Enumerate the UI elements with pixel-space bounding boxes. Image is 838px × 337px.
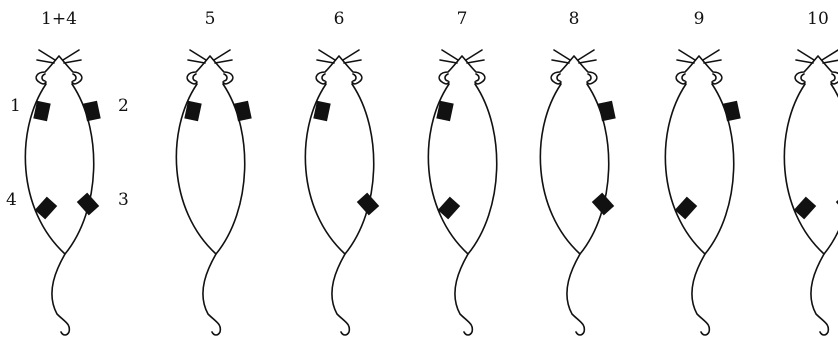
mouse-4 [428,50,496,335]
tail [52,254,69,335]
ear-mark-position-3 [592,193,614,216]
tail [567,254,584,335]
ear-mark-position-2 [234,101,251,122]
ears [445,74,479,81]
mouse-6 [665,50,733,335]
ears [557,74,591,81]
tail [692,254,709,335]
mouse-5 [540,50,608,335]
tail [455,254,472,335]
tail [203,254,220,335]
ear-mark-position-3 [357,193,379,216]
ear-mark-position-3 [77,193,99,216]
ear-mark-position-2 [598,101,615,122]
mouse-3 [305,50,373,335]
ears [322,74,356,81]
ears [682,74,716,81]
mouse-1 [25,50,93,335]
ears [193,74,227,81]
body [540,84,608,254]
ears [801,74,835,81]
body [665,84,733,254]
ear-mark-position-2 [83,101,100,122]
tail [811,254,828,335]
ear-mark-position-2 [723,101,740,122]
ears [42,74,76,81]
mouse-2 [176,50,244,335]
tail [332,254,349,335]
mouse-7 [784,50,838,335]
body [784,84,838,254]
